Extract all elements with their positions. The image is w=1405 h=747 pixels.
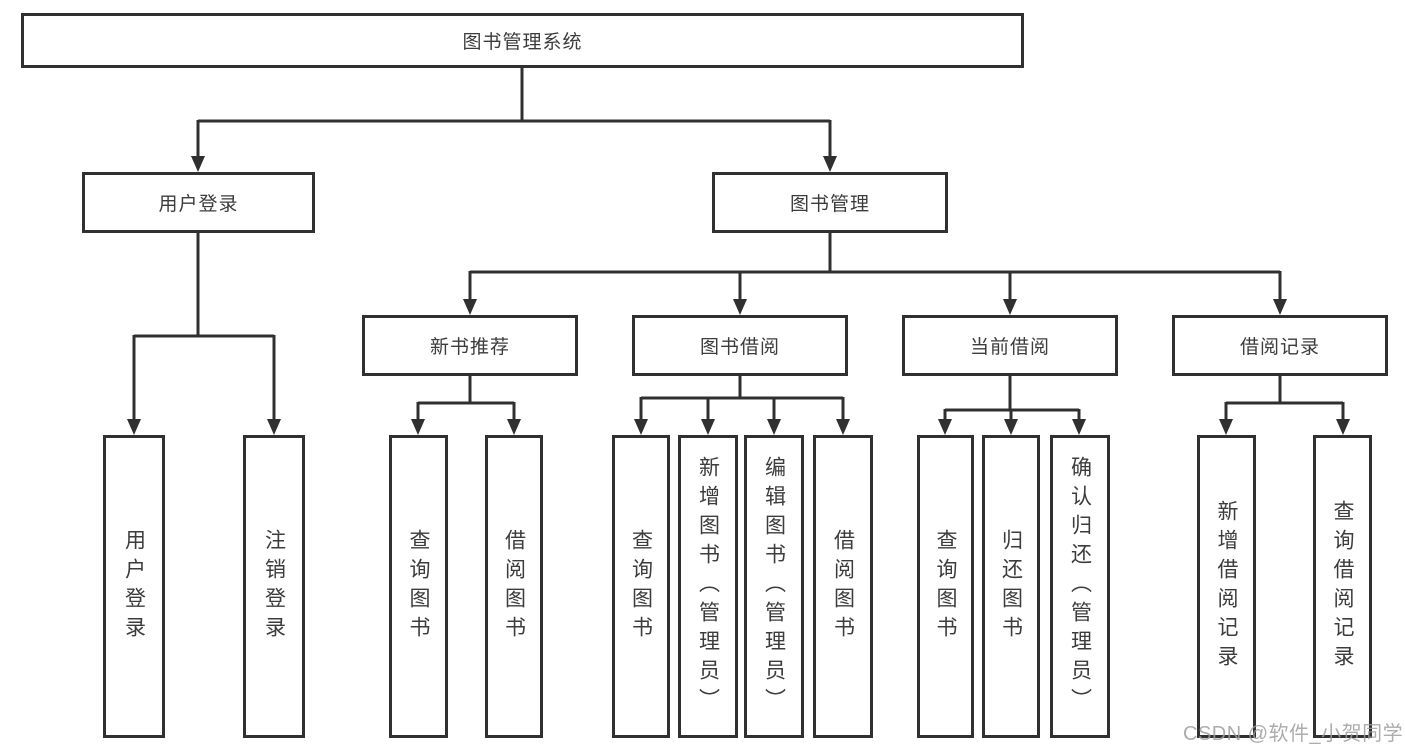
csdn-watermark: CSDN @软件_小贺同学 bbox=[1183, 723, 1404, 745]
leaf-add-borrow-record: 新增借阅记录 bbox=[1197, 435, 1256, 738]
leaf-logout: 注销登录 bbox=[243, 435, 305, 738]
node-user-login: 用户登录 bbox=[82, 172, 315, 233]
node-root-system: 图书管理系统 bbox=[21, 13, 1024, 68]
leaf-add-books-admin: 新增图书（管理员） bbox=[678, 435, 738, 738]
connector-book-mgmt-to-groups bbox=[463, 232, 1287, 315]
leaf-borrow-books-recommend: 借阅图书 bbox=[485, 435, 543, 738]
leaf-return-books: 归还图书 bbox=[982, 435, 1040, 738]
connector-root-to-branches bbox=[191, 68, 837, 172]
node-book-management: 图书管理 bbox=[712, 172, 948, 233]
node-new-book-recommend: 新书推荐 bbox=[362, 315, 578, 376]
node-current-borrow: 当前借阅 bbox=[902, 315, 1118, 376]
node-book-borrow: 图书借阅 bbox=[632, 315, 848, 376]
leaf-user-login: 用户登录 bbox=[103, 435, 165, 738]
node-borrow-records: 借阅记录 bbox=[1172, 315, 1388, 376]
leaf-query-borrow-record: 查询借阅记录 bbox=[1313, 435, 1372, 738]
leaf-query-books-current: 查询图书 bbox=[917, 435, 974, 738]
leaf-query-books-recommend: 查询图书 bbox=[389, 435, 448, 738]
leaf-confirm-return-admin: 确认归还（管理员） bbox=[1050, 435, 1110, 738]
leaf-borrow-books-borrow: 借阅图书 bbox=[813, 435, 873, 738]
connector-records-children bbox=[1219, 375, 1350, 435]
leaf-edit-books-admin: 编辑图书（管理员） bbox=[744, 435, 804, 738]
connector-borrow-children bbox=[634, 375, 850, 435]
connector-recommend-children bbox=[411, 375, 521, 435]
connector-user-login-children bbox=[127, 232, 281, 435]
leaf-query-books-borrow: 查询图书 bbox=[612, 435, 670, 738]
connector-current-children bbox=[938, 375, 1086, 435]
